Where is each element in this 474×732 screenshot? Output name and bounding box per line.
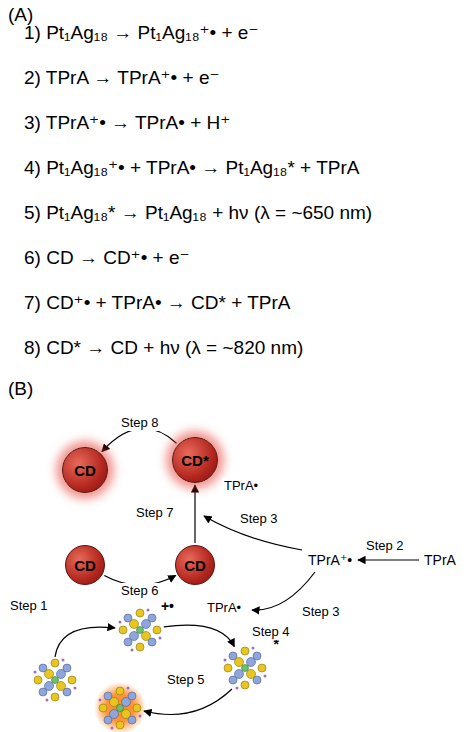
step-label: Step 6 — [119, 583, 161, 599]
carbon-dot-oxidized: CD — [175, 545, 215, 585]
reaction-arrow — [194, 485, 195, 543]
step-label: Step 8 — [119, 415, 161, 431]
species-label: TPrA — [421, 550, 459, 570]
carbon-dot: CD — [62, 447, 108, 493]
cluster-radical-cation: +• — [118, 608, 162, 652]
reaction-arrow — [102, 428, 177, 451]
equation: 2) TPrA → TPrA⁺• + e⁻ — [22, 67, 221, 90]
cluster-emitting — [99, 687, 142, 730]
node-text: CD — [184, 557, 206, 574]
species-label: TPrA• — [205, 600, 243, 616]
node-text: CD — [74, 462, 96, 479]
panel-letter: (B) — [6, 378, 35, 401]
node-text: TPrA⁺• — [308, 552, 352, 568]
step-label: Step 7 — [134, 505, 176, 521]
cluster-illustration — [223, 646, 267, 690]
reaction-arrow — [164, 625, 235, 646]
carbon-dot: CD — [65, 545, 105, 585]
reaction-arrow — [358, 559, 419, 560]
step-label: Step 2 — [364, 538, 406, 554]
node-text: TPrA — [424, 552, 456, 568]
step1-arrow — [55, 627, 115, 657]
step5-arrow — [144, 689, 232, 715]
equation: 6) CD → CD⁺• + e⁻ — [22, 247, 192, 270]
node-text: CD — [74, 557, 96, 574]
cluster-ground — [34, 659, 77, 702]
equation: 3) TPrA⁺• → TPrA• + H⁺ — [22, 112, 232, 135]
step-label: Step 5 — [165, 672, 207, 688]
equation: 8) CD* → CD + hν (λ = ~820 nm) — [22, 337, 305, 360]
equation: 4) Pt₁Ag₁₈⁺• + TPrA• → Pt₁Ag₁₈* + TPrA — [22, 157, 361, 180]
step-label: Step 4 — [250, 624, 292, 640]
cluster-illustration — [118, 608, 162, 652]
species-label: TPrA⁺• — [305, 550, 356, 570]
carbon-dot-excited: CD* — [172, 437, 218, 483]
cluster-excited: * — [223, 646, 267, 690]
node-text: CD* — [181, 452, 209, 469]
cluster-glow — [94, 682, 146, 732]
step-label: Step 1 — [8, 598, 50, 614]
node-text: +• — [161, 598, 174, 614]
equation: 5) Pt₁Ag₁₈* → Pt₁Ag₁₈ + hν (λ = ~650 nm) — [22, 202, 374, 225]
species-label: TPrA• — [222, 478, 260, 494]
step-label: Step 3 — [238, 511, 280, 527]
equation: 7) CD⁺• + TPrA• → CD* + TPrA — [22, 292, 293, 315]
equation: 1) Pt₁Ag₁₈ → Pt₁Ag₁₈⁺• + e⁻ — [22, 22, 260, 45]
step-label: Step 3 — [300, 604, 342, 620]
